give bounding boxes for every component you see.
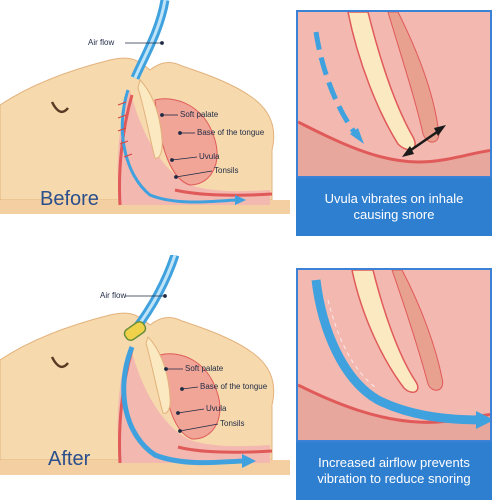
after-uvula-closeup: [298, 270, 490, 440]
after-caption: Increased airflow prevents vibration to …: [296, 442, 492, 500]
before-caption-line1: Uvula vibrates on inhale: [324, 191, 464, 206]
after-air-flow-label: Air flow: [100, 291, 127, 300]
before-base-tongue-label: Base of the tongue: [197, 128, 265, 137]
before-title: Before: [40, 188, 99, 210]
before-caption: Uvula vibrates on inhale causing snore: [296, 178, 492, 236]
before-head-illustration: [0, 0, 290, 214]
before-soft-palate-label: Soft palate: [180, 110, 219, 119]
after-caption-line2: vibration to reduce snoring: [317, 471, 471, 486]
before-uvula-closeup: [298, 12, 490, 176]
before-caption-line2: causing snore: [353, 207, 435, 222]
after-title: After: [48, 448, 91, 470]
before-zoom-panel: [296, 10, 492, 178]
before-tonsils-label: Tonsils: [214, 166, 239, 175]
after-tonsils-label: Tonsils: [220, 419, 245, 428]
before-head-diagram: Air flow Soft palate Base of the tongue …: [0, 0, 290, 240]
after-base-tongue-label: Base of the tongue: [200, 382, 268, 391]
after-uvula-label: Uvula: [206, 404, 227, 413]
before-air-flow-label: Air flow: [88, 38, 115, 47]
after-head-illustration: [0, 255, 290, 475]
before-uvula-label: Uvula: [199, 152, 220, 161]
after-head-diagram: Air flow Soft palate Base of the tongue …: [0, 255, 290, 500]
after-caption-line1: Increased airflow prevents: [318, 455, 470, 470]
after-zoom-panel: [296, 268, 492, 442]
after-soft-palate-label: Soft palate: [185, 364, 224, 373]
